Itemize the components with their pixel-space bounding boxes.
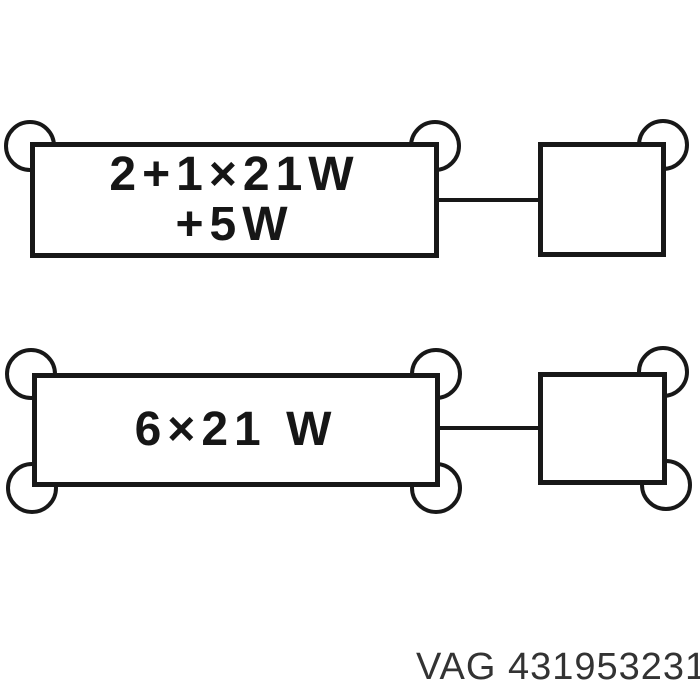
load-rating-line2: +5W [175, 198, 294, 251]
connector-wire-top [430, 198, 545, 202]
connector-wire-bottom [432, 426, 545, 430]
connector-block-bottom [538, 372, 667, 485]
part-number-caption: VAG 431953231 [416, 646, 700, 688]
connector-block-top [538, 142, 666, 257]
relay-body-top: 2+1×21W +5W [30, 142, 439, 258]
relay-body-bottom: 6×21 W [32, 373, 440, 487]
load-rating-line: 6×21 W [134, 403, 338, 456]
load-rating-label-top: 2+1×21W +5W [109, 150, 359, 250]
load-rating-label-bottom: 6×21 W [135, 405, 338, 455]
load-rating-line1: 2+1×21W [109, 148, 360, 201]
